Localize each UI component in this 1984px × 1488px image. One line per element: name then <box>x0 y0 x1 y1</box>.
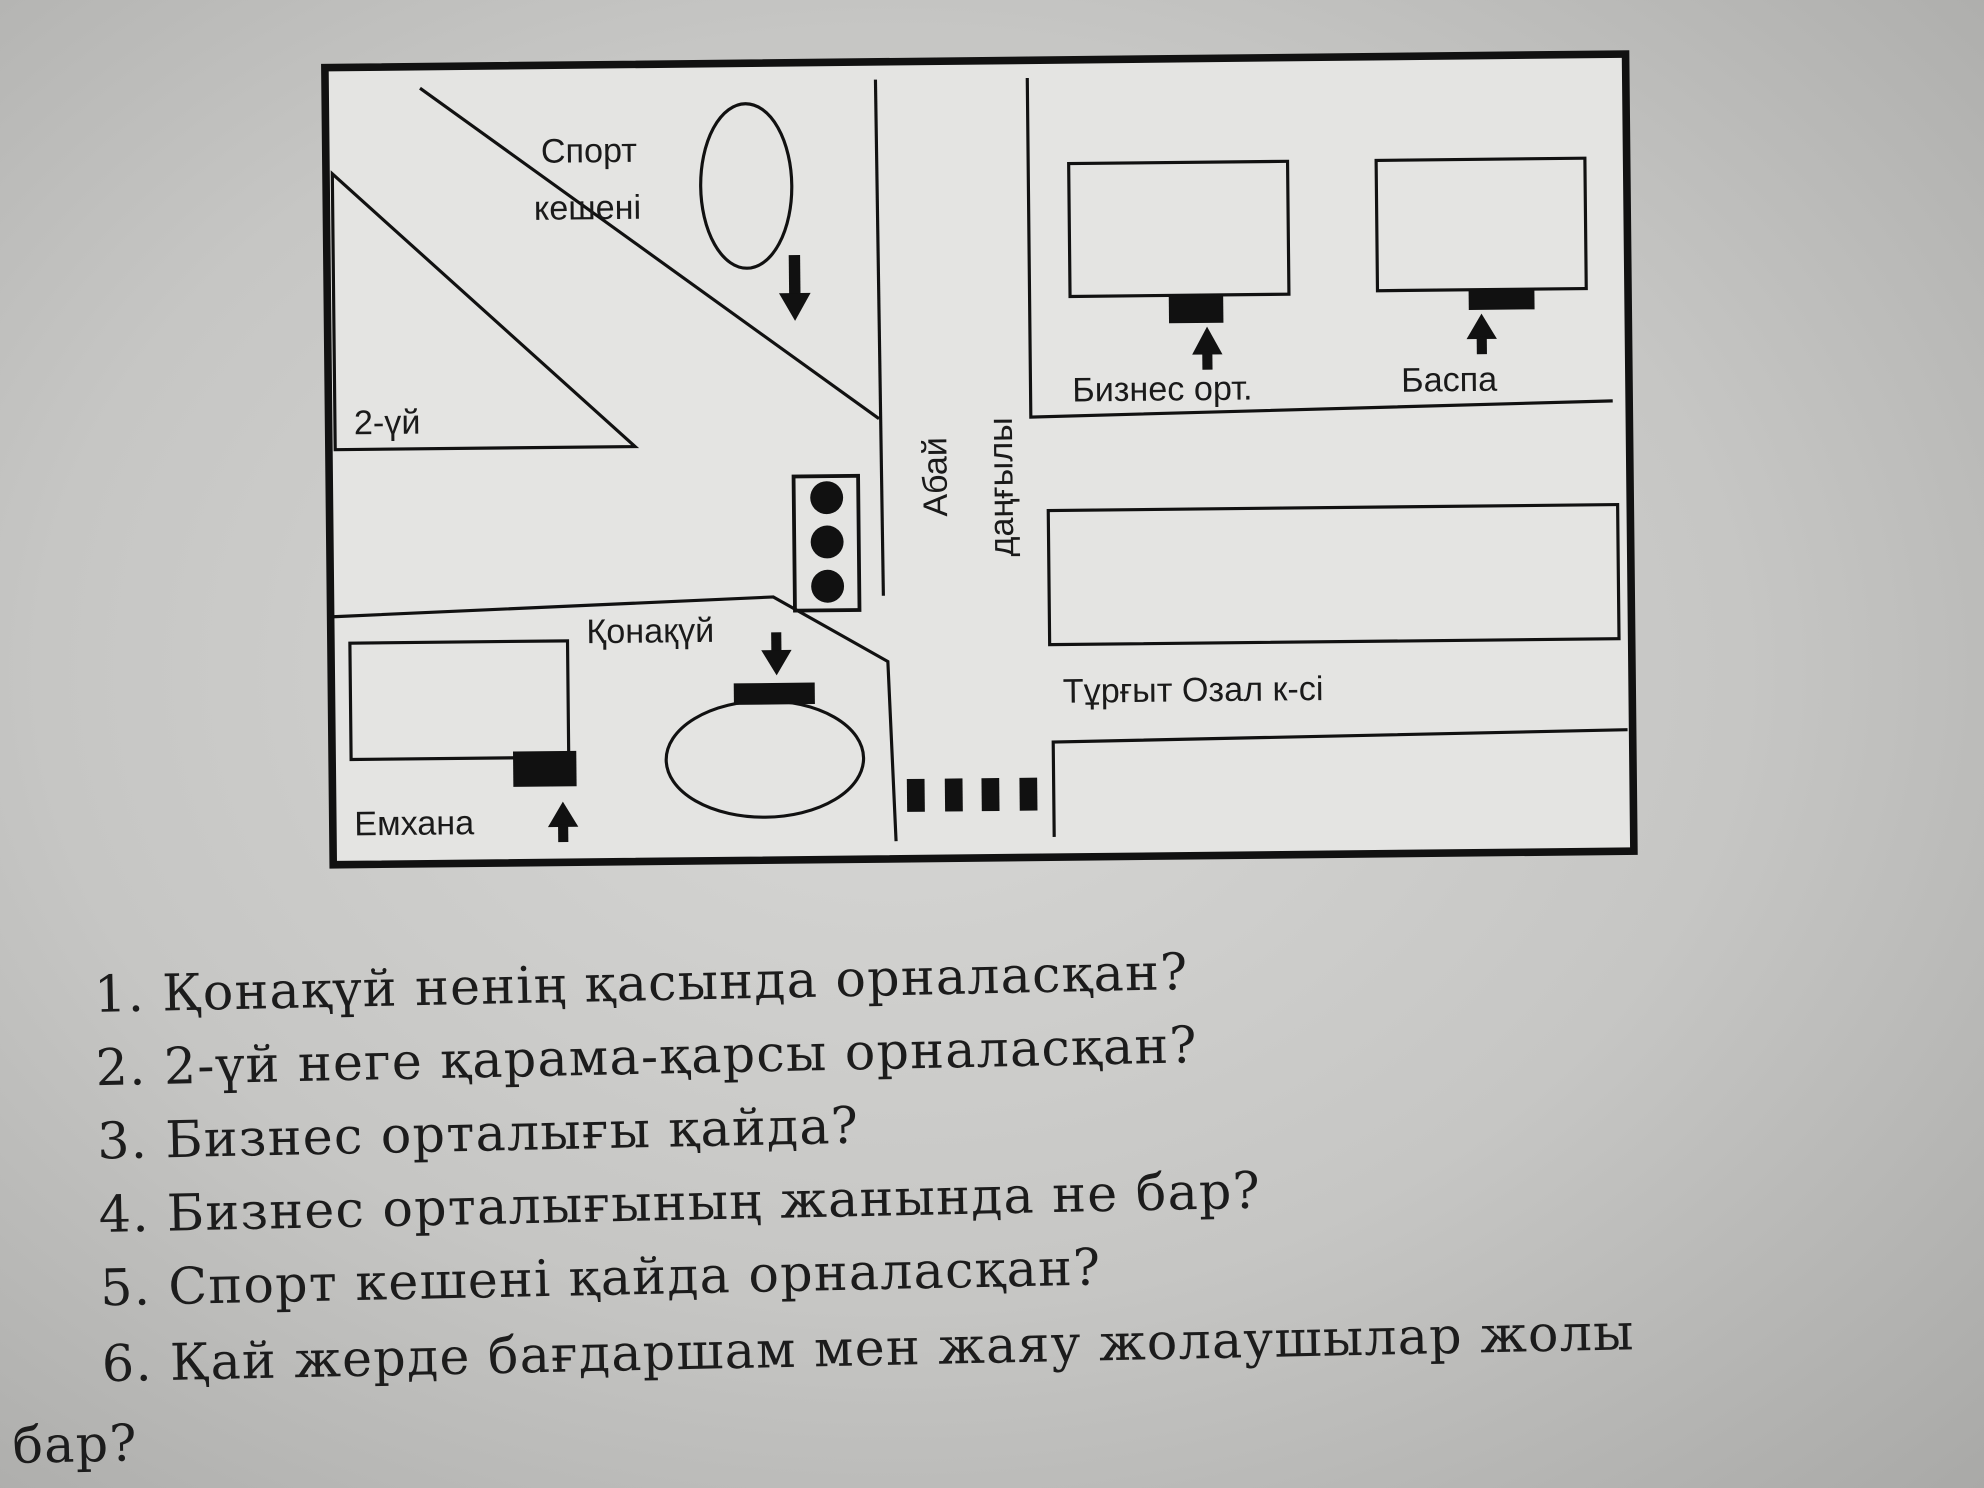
question-6-cont: бар? <box>12 1413 138 1475</box>
road-edge-left <box>873 79 885 596</box>
arrow-down-icon <box>778 255 811 321</box>
traffic-light-icon <box>791 473 862 613</box>
question-1: 1. Қонақүй ненің қасында орналасқан? <box>94 942 1189 1024</box>
publishing-entrance <box>1468 289 1535 311</box>
question-6: 6. Қай жерде бағдаршам мен жаяу жолаушыл… <box>101 1302 1635 1393</box>
business-center-label: Бизнес орт. <box>1072 370 1253 410</box>
sport-diagonal <box>419 86 880 420</box>
hotel-entrance <box>733 682 815 705</box>
publishing-label: Баспа <box>1401 361 1497 400</box>
map-frame <box>321 50 1638 869</box>
avenue-label-2: даңғылы <box>982 417 1021 557</box>
arrow-up-icon <box>1192 326 1223 370</box>
question-2: 2. 2-үй неге қарама-қарсы орналасқан? <box>95 1015 1198 1097</box>
question-4: 4. Бизнес орталығының жанында не бар? <box>98 1161 1261 1244</box>
crosswalk-icon <box>906 777 1038 812</box>
question-3: 3. Бизнес орталығы қайда? <box>97 1096 860 1171</box>
hospital-entrance <box>512 750 577 787</box>
arrow-up-icon <box>1466 313 1497 355</box>
house2-label: 2-үй <box>354 404 421 443</box>
hospital-building <box>348 639 571 762</box>
hotel-label: Қонақүй <box>586 612 714 651</box>
question-5: 5. Спорт кешені қайда орналасқан? <box>100 1237 1102 1317</box>
street-block-top <box>1046 502 1621 647</box>
hospital-label: Емхана <box>354 804 474 843</box>
hotel-block <box>333 595 898 842</box>
street-block-bottom <box>1051 728 1628 837</box>
business-center-entrance <box>1168 294 1224 324</box>
arrow-up-icon <box>547 801 579 843</box>
house2-triangle <box>330 170 640 452</box>
sport-complex-oval <box>699 102 794 270</box>
business-block <box>1025 77 1613 419</box>
street-label: Тұрғыт Озал к-сі <box>1063 670 1324 711</box>
avenue-label-1: Абай <box>916 437 955 517</box>
sport-label-1: Спорт <box>541 132 638 171</box>
sport-label-2: кешені <box>534 189 642 228</box>
arrow-down-icon <box>761 632 792 676</box>
